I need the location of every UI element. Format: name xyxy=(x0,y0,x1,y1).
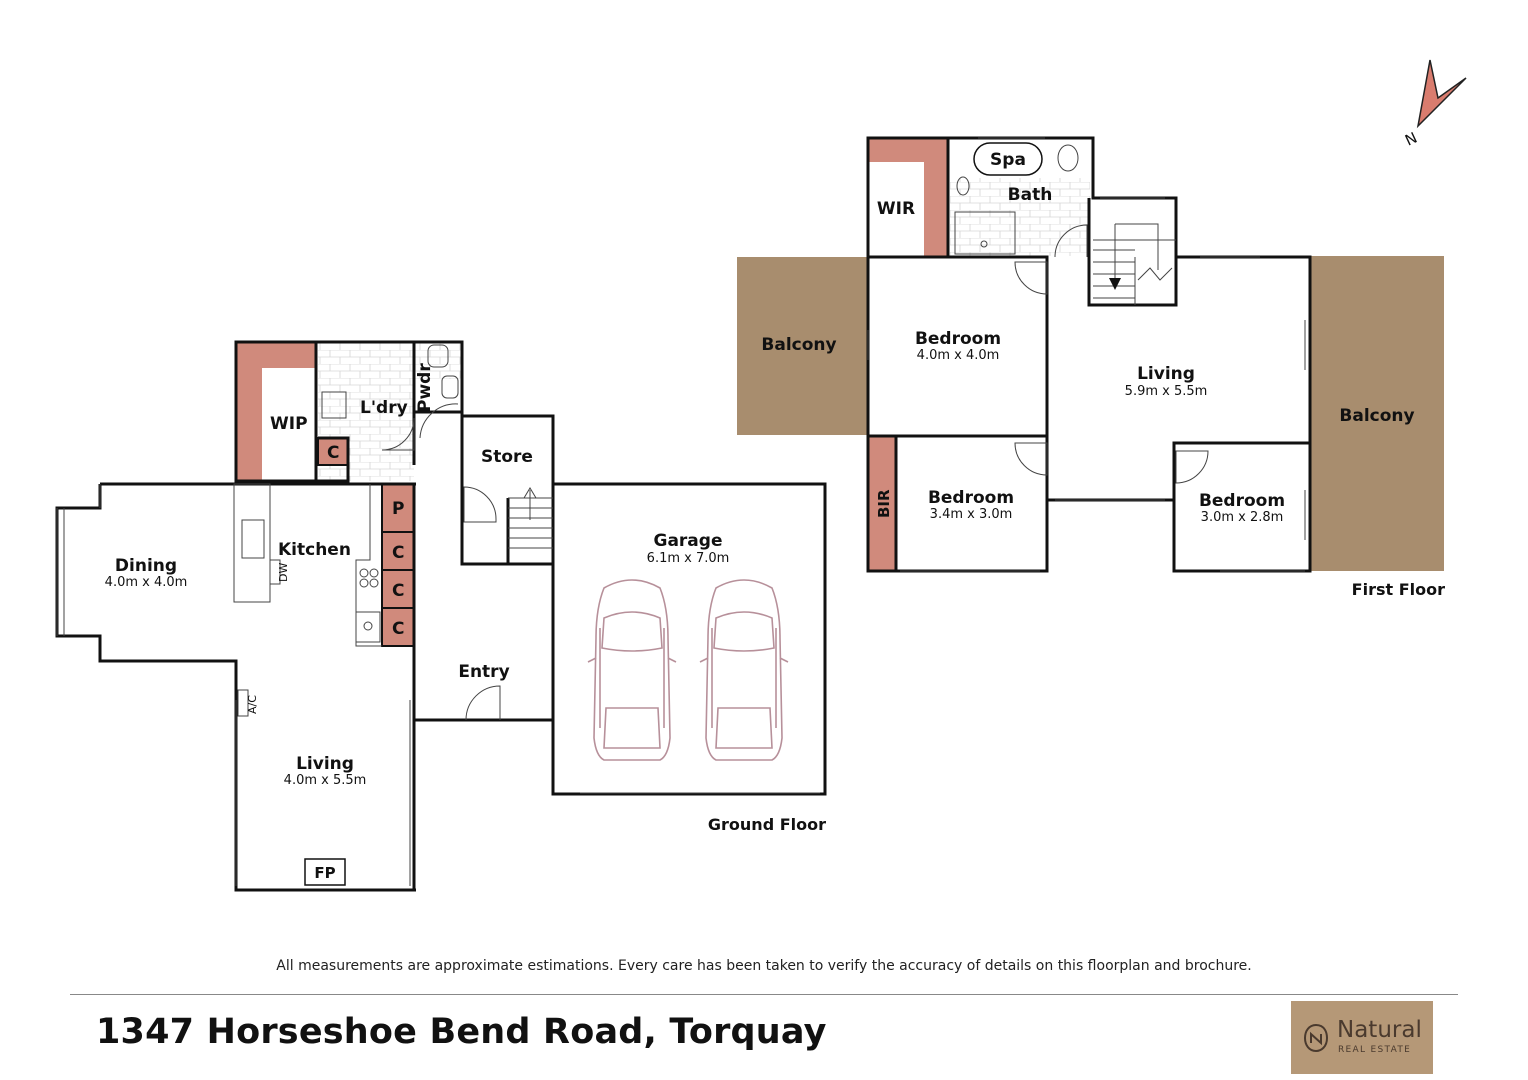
first-living-size: 5.9m x 5.5m xyxy=(1125,384,1208,399)
wip-shelving xyxy=(237,342,316,483)
logo-tagline: REAL ESTATE xyxy=(1338,1045,1412,1055)
powder-label: Pwdr xyxy=(415,363,435,412)
first-floor-title: First Floor xyxy=(1352,580,1445,599)
bath-floor-tiles xyxy=(950,178,1090,256)
laundry-label: L'dry xyxy=(360,398,408,418)
wip-label: WIP xyxy=(270,414,308,434)
kitchen-label: Kitchen xyxy=(278,540,351,560)
cupboard-1 xyxy=(381,531,415,571)
bedroom-2-label: Bedroom xyxy=(928,488,1014,508)
garage-size: 6.1m x 7.0m xyxy=(647,551,730,566)
balcony-left-label: Balcony xyxy=(761,335,836,355)
footer-divider xyxy=(70,994,1458,995)
kitchen-island xyxy=(233,483,271,603)
logo-name: Natural xyxy=(1337,1017,1422,1043)
bir-label: BIR xyxy=(875,489,893,518)
entry-label: Entry xyxy=(458,662,509,682)
dishwasher-label: DW xyxy=(277,563,290,582)
bedroom-3-label: Bedroom xyxy=(1199,491,1285,511)
compass: N xyxy=(1402,59,1467,150)
agency-logo: Natural REAL ESTATE xyxy=(1291,1001,1433,1074)
balcony-right-label: Balcony xyxy=(1339,406,1414,426)
bedroom-2-size: 3.4m x 3.0m xyxy=(930,507,1013,522)
store-label: Store xyxy=(481,447,533,467)
spa-label: Spa xyxy=(990,150,1026,170)
main-bedroom-size: 4.0m x 4.0m xyxy=(917,348,1000,363)
aircon-label: A/C xyxy=(246,695,259,714)
ground-floor-title: Ground Floor xyxy=(708,815,826,834)
dining-label: Dining xyxy=(115,556,177,576)
wir-shelving xyxy=(868,138,948,257)
fireplace xyxy=(304,858,346,886)
car-icon-right xyxy=(699,579,789,761)
dining-size: 4.0m x 4.0m xyxy=(105,575,188,590)
balcony-right xyxy=(1310,256,1444,571)
balcony-left xyxy=(737,257,868,435)
garage-label: Garage xyxy=(654,531,723,551)
car-icon-left xyxy=(587,579,677,761)
compass-north-label: N xyxy=(1402,129,1420,150)
spa-bath xyxy=(973,142,1043,176)
cupboard-3 xyxy=(381,607,415,647)
bath-label: Bath xyxy=(1008,185,1053,205)
main-bedroom-label: Bedroom xyxy=(915,329,1001,349)
laundry-cupboard xyxy=(317,437,349,466)
logo-mark-icon xyxy=(1303,1023,1329,1053)
disclaimer-text: All measurements are approximate estimat… xyxy=(276,958,1252,974)
laundry-cupboard-label: C xyxy=(327,443,339,463)
cupboard-3-label: C xyxy=(392,619,404,639)
ground-living-label: Living xyxy=(296,754,354,774)
bedroom-3-size: 3.0m x 2.8m xyxy=(1201,510,1284,525)
first-living-label: Living xyxy=(1137,364,1195,384)
cupboard-1-label: C xyxy=(392,543,404,563)
first-floor-plan xyxy=(737,136,1444,573)
bir-cupboard xyxy=(868,437,896,571)
wir-label: WIR xyxy=(877,199,915,219)
ground-floor-plan xyxy=(55,340,827,892)
compass-arrow-icon xyxy=(1416,59,1467,129)
pantry-label: P xyxy=(392,499,404,519)
cupboard-2-label: C xyxy=(392,581,404,601)
property-address: 1347 Horseshoe Bend Road, Torquay xyxy=(96,1012,827,1052)
ground-living-size: 4.0m x 5.5m xyxy=(284,773,367,788)
fireplace-label: FP xyxy=(314,864,335,882)
